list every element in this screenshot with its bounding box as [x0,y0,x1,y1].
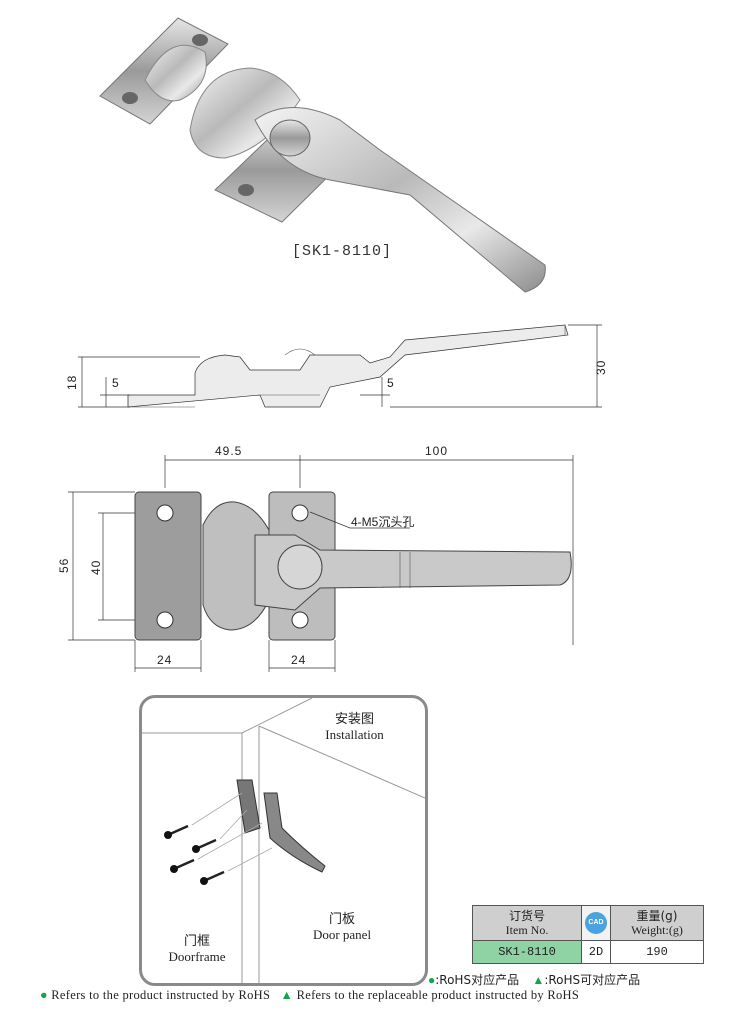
dim-side-5-left: 5 [112,376,120,390]
legend-cn: ●:RoHS对应产品 ▲:RoHS可对应产品 [428,971,640,988]
dim-side-5-right: 5 [387,376,395,390]
keeper-part [99,17,229,125]
side-view-outline [127,324,569,408]
callout-countersunk: 4-M5沉头孔 [351,515,414,529]
weight-header: 重量(g) Weight:(g) [610,905,704,941]
replaceable-triangle-icon: ▲ [532,973,545,987]
doorframe-cn: 门框 [183,934,210,949]
dim-top-49-5: 49.5 [215,444,242,458]
legend-replaceable-cn: :RoHS可对应产品 [544,973,641,987]
spec-table: 订货号 Item No. CAD 重量(g) Weight:(g) SK1-81… [472,905,704,964]
cad-header: CAD [581,905,611,941]
replaceable-triangle-icon-en: ▲ [280,988,294,1002]
cad-icon: CAD [585,912,607,934]
dim-bottom-24-left: 24 [157,653,172,667]
install-title-cn: 安装图 [334,712,374,727]
doorpanel-en: Door panel [312,927,372,942]
side-view-drawing: 18 5 5 30 [65,324,608,408]
dim-side-18: 18 [65,375,79,390]
legend-rohs-en: Refers to the product instructed by RoHS [51,988,271,1002]
rohs-dot-icon: ● [428,973,436,987]
dim-bottom-24-right: 24 [291,653,306,667]
installation-panel: 安装图 Installation 门框 Doorframe 门板 Door pa… [139,695,428,986]
item-no-header: 订货号 Item No. [472,905,582,941]
dim-side-30: 30 [594,360,608,375]
dim-top-56: 56 [57,558,71,573]
dim-top-40: 40 [89,560,103,575]
top-view-drawing: 49.5 100 56 40 24 24 4-M5沉头孔 [57,444,574,672]
legend-en: ● Refers to the product instructed by Ro… [40,988,579,1003]
item-no-value: SK1-8110 [472,940,582,964]
doorframe-en: Doorframe [168,949,226,964]
dim-top-100: 100 [425,444,448,458]
legend-replaceable-en: Refers to the replaceable product instru… [296,988,580,1002]
install-title-en: Installation [325,727,384,742]
legend-rohs-cn: :RoHS对应产品 [435,973,520,987]
product-photo [99,17,546,293]
model-label: [SK1-8110] [292,243,393,260]
doorpanel-cn: 门板 [328,912,355,927]
weight-value: 190 [610,940,704,964]
top-view-outline [134,491,572,641]
cad-value: 2D [581,940,611,964]
handle-part [189,67,546,293]
rohs-dot-icon-en: ● [40,988,48,1002]
